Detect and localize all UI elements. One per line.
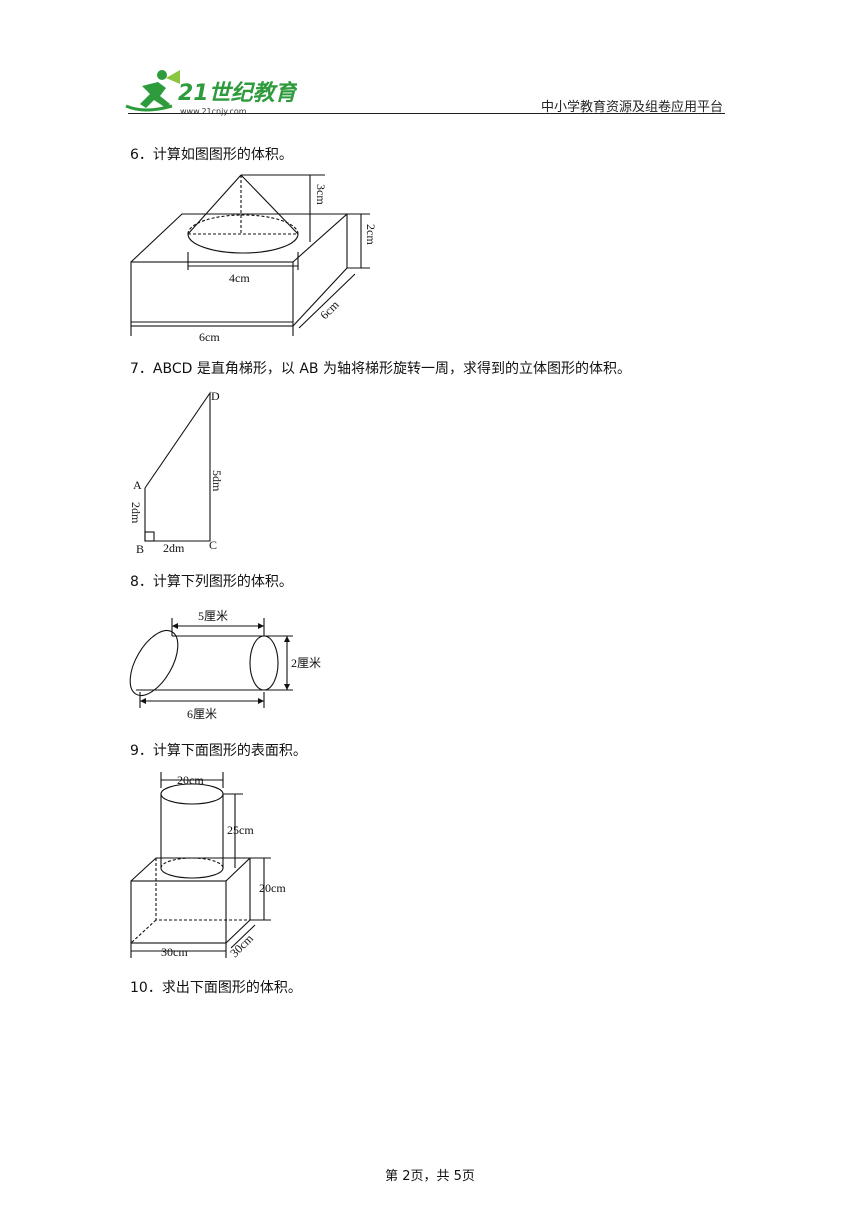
question-text: ABCD 是直角梯形，以 AB 为轴将梯形旋转一周，求得到的立体图形的体积。: [152, 361, 631, 377]
question-text: 计算下面图形的表面积。: [152, 743, 307, 759]
site-logo: 21世纪教育 www.21cnjy.com: [122, 66, 297, 118]
question-text: 求出下面图形的体积。: [161, 980, 302, 996]
dim-box-height: 20cm: [259, 881, 286, 895]
trapezoid-figure: D A B C 2dm 2dm 5dm: [129, 389, 224, 556]
dim-box-depth: 30cm: [227, 931, 256, 960]
cone-on-box-figure: 3cm 2cm 4cm 6cm 6cm: [130, 174, 378, 344]
dim-top-length: 5厘米: [198, 609, 228, 623]
dim-bc: 2dm: [163, 541, 185, 555]
platform-title: 中小学教育资源及组卷应用平台: [540, 100, 723, 115]
question-number: 6．: [130, 147, 153, 163]
question-number: 8．: [130, 574, 153, 590]
logo-url: www.21cnjy.com: [180, 107, 247, 116]
question-number: 9．: [130, 743, 153, 759]
question-6: 6．计算如图图形的体积。: [130, 144, 293, 164]
dim-box-length: 30cm: [161, 945, 188, 959]
vertex-d: D: [211, 389, 220, 403]
dim-cone-height: 3cm: [314, 184, 328, 205]
cylinder-on-box-figure: 20cm 25cm 20cm 30cm 30cm: [130, 772, 286, 960]
dim-box-depth: 6cm: [317, 297, 342, 322]
dim-ab: 2dm: [129, 502, 143, 524]
dim-cone-diameter: 4cm: [229, 271, 250, 285]
slanted-cylinder-figure: 5厘米 6厘米 2厘米: [129, 609, 321, 721]
page-number: 第 2页，共 5页: [385, 1169, 475, 1184]
dim-cylinder-height: 25cm: [227, 823, 254, 837]
runner-icon: [125, 70, 180, 112]
dim-cylinder-diameter: 20cm: [177, 773, 204, 787]
question-9: 9．计算下面图形的表面积。: [130, 740, 307, 760]
vertex-a: A: [133, 478, 142, 492]
dim-box-length: 6cm: [199, 330, 220, 344]
dim-cd: 5dm: [210, 470, 224, 492]
dim-bottom-length: 6厘米: [187, 707, 217, 721]
question-number: 7．: [130, 361, 153, 377]
question-10: 10．求出下面图形的体积。: [130, 977, 302, 997]
question-text: 计算下列图形的体积。: [152, 574, 293, 590]
header-divider: [128, 113, 725, 114]
vertex-c: C: [209, 538, 217, 552]
question-number: 10．: [130, 980, 162, 996]
logo-text: 21世纪教育: [178, 80, 297, 106]
vertex-b: B: [136, 542, 144, 556]
dim-box-height: 2cm: [364, 224, 378, 245]
question-7: 7．ABCD 是直角梯形，以 AB 为轴将梯形旋转一周，求得到的立体图形的体积。: [130, 358, 631, 378]
dim-diameter: 2厘米: [291, 656, 321, 670]
question-8: 8．计算下列图形的体积。: [130, 571, 293, 591]
question-text: 计算如图图形的体积。: [152, 147, 293, 163]
